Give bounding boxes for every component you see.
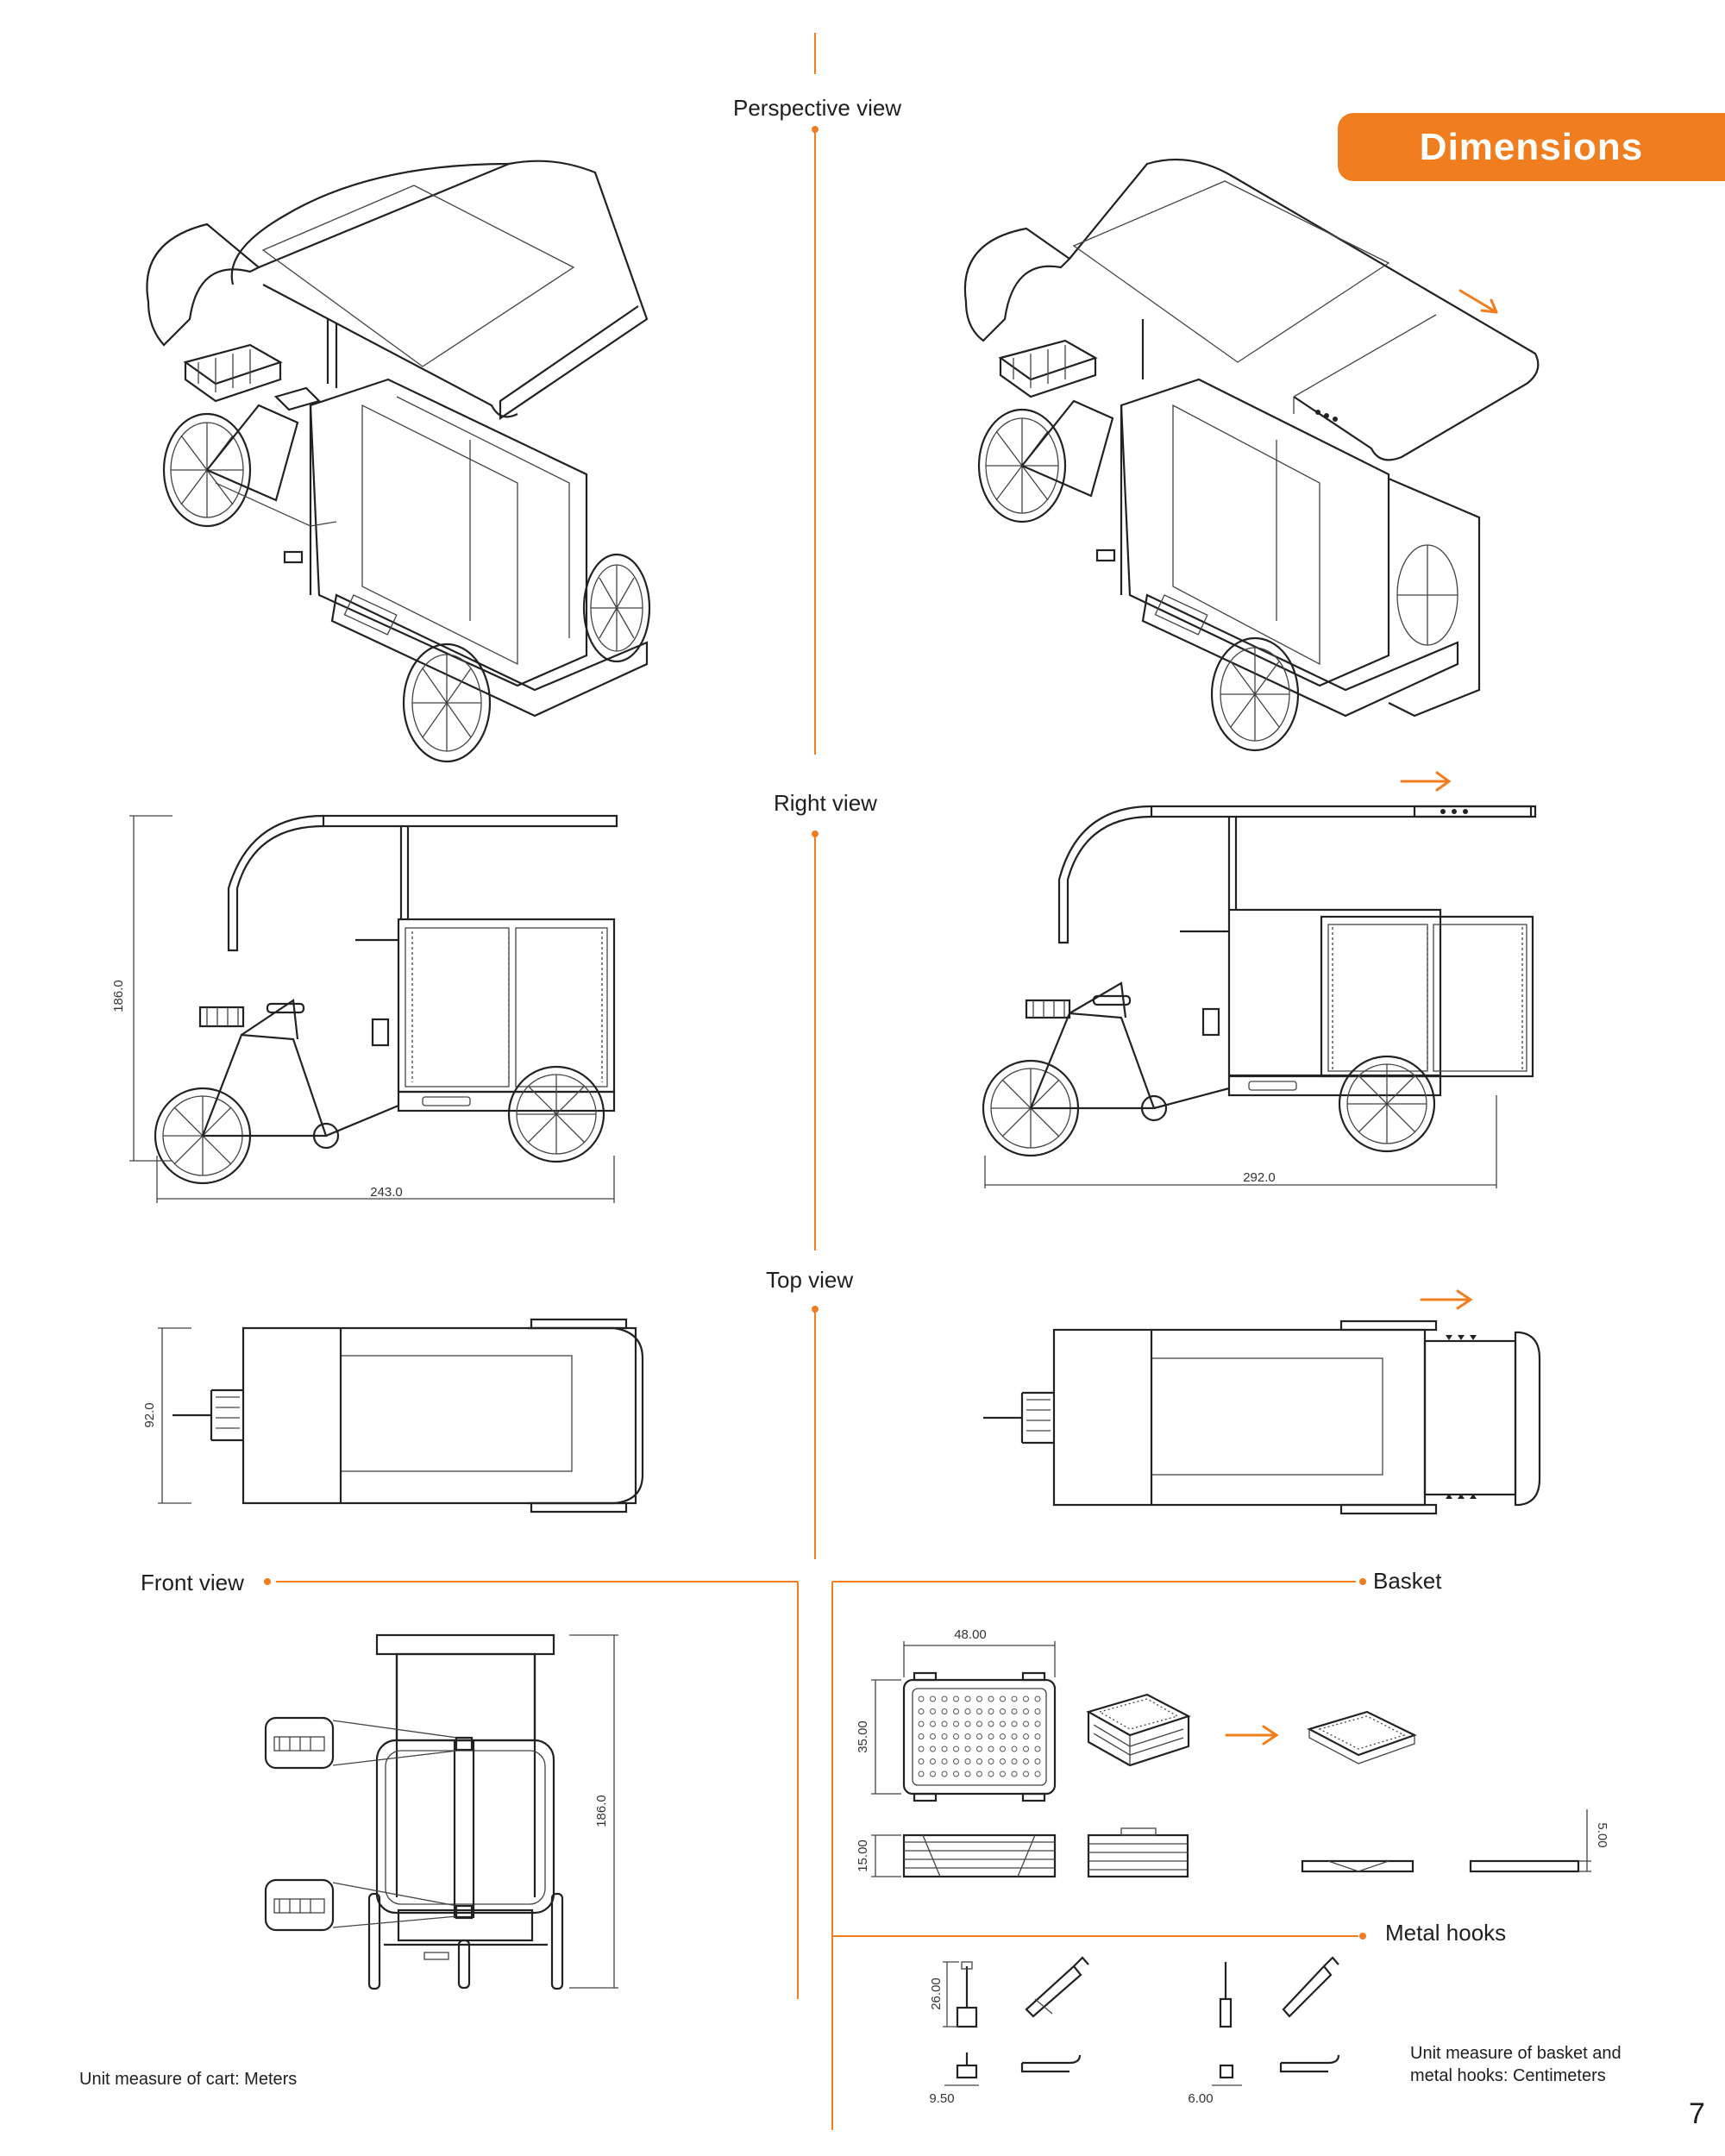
dim-hook1-height: 26.00 (929, 1977, 944, 2010)
basket-label: Basket (1373, 1568, 1442, 1594)
basket-units-note: Unit measure of basket and metal hooks: … (1410, 2044, 1622, 2085)
dim-basket-depth: 35.00 (856, 1720, 870, 1753)
top-view-label: Top view (766, 1267, 854, 1293)
top-view-cart-closed: 92.0 (142, 1318, 644, 1514)
metal-hooks-label: Metal hooks (1385, 1920, 1507, 1946)
dim-front-height: 186.0 (594, 1795, 609, 1827)
top-view-cart-open (983, 1319, 1541, 1515)
dim-basket-width: 48.00 (954, 1627, 987, 1642)
right-view-cart-open: 292.0 (982, 805, 1537, 1188)
dim-length-open: 292.0 (1243, 1170, 1276, 1185)
page-number: 7 (1689, 2097, 1705, 2130)
basket-drawings: 48.00 35.00 15.00 5.00 (856, 1627, 1609, 1878)
arrow-right-icon (1420, 1289, 1473, 1310)
arrow-right-icon (1400, 771, 1452, 792)
dim-basket-height: 15.00 (856, 1839, 870, 1872)
perspective-cart-closed (146, 160, 651, 763)
dim-tray-height: 5.00 (1595, 1822, 1609, 1847)
dim-width: 92.0 (142, 1402, 157, 1427)
rear-wheel (582, 553, 651, 663)
perspective-view-label: Perspective view (733, 95, 902, 121)
arrow-right-icon (1225, 1725, 1279, 1745)
right-view-label: Right view (774, 790, 877, 816)
front-view-label: Front view (141, 1570, 244, 1595)
hook-drawings: 26.00 9.50 6.00 (929, 1956, 1340, 2106)
dim-hook1-width: 9.50 (929, 2091, 954, 2106)
section-dots (264, 126, 1366, 1940)
right-view-cart-closed: 186.0 243.0 (111, 814, 618, 1203)
cart-units-note: Unit measure of cart: Meters (79, 2070, 298, 2089)
perspective-cart-open (963, 158, 1540, 752)
arrow-right-icon (1458, 289, 1498, 314)
front-view-cart: 186.0 (264, 1633, 618, 1990)
dim-height: 186.0 (111, 980, 126, 1012)
dim-length-closed: 243.0 (370, 1185, 403, 1200)
front-wheel (402, 642, 492, 763)
dim-hook2-width: 6.00 (1188, 2091, 1213, 2106)
dimensions-badge: Dimensions (1338, 113, 1725, 181)
section-dividers (276, 33, 1358, 2130)
